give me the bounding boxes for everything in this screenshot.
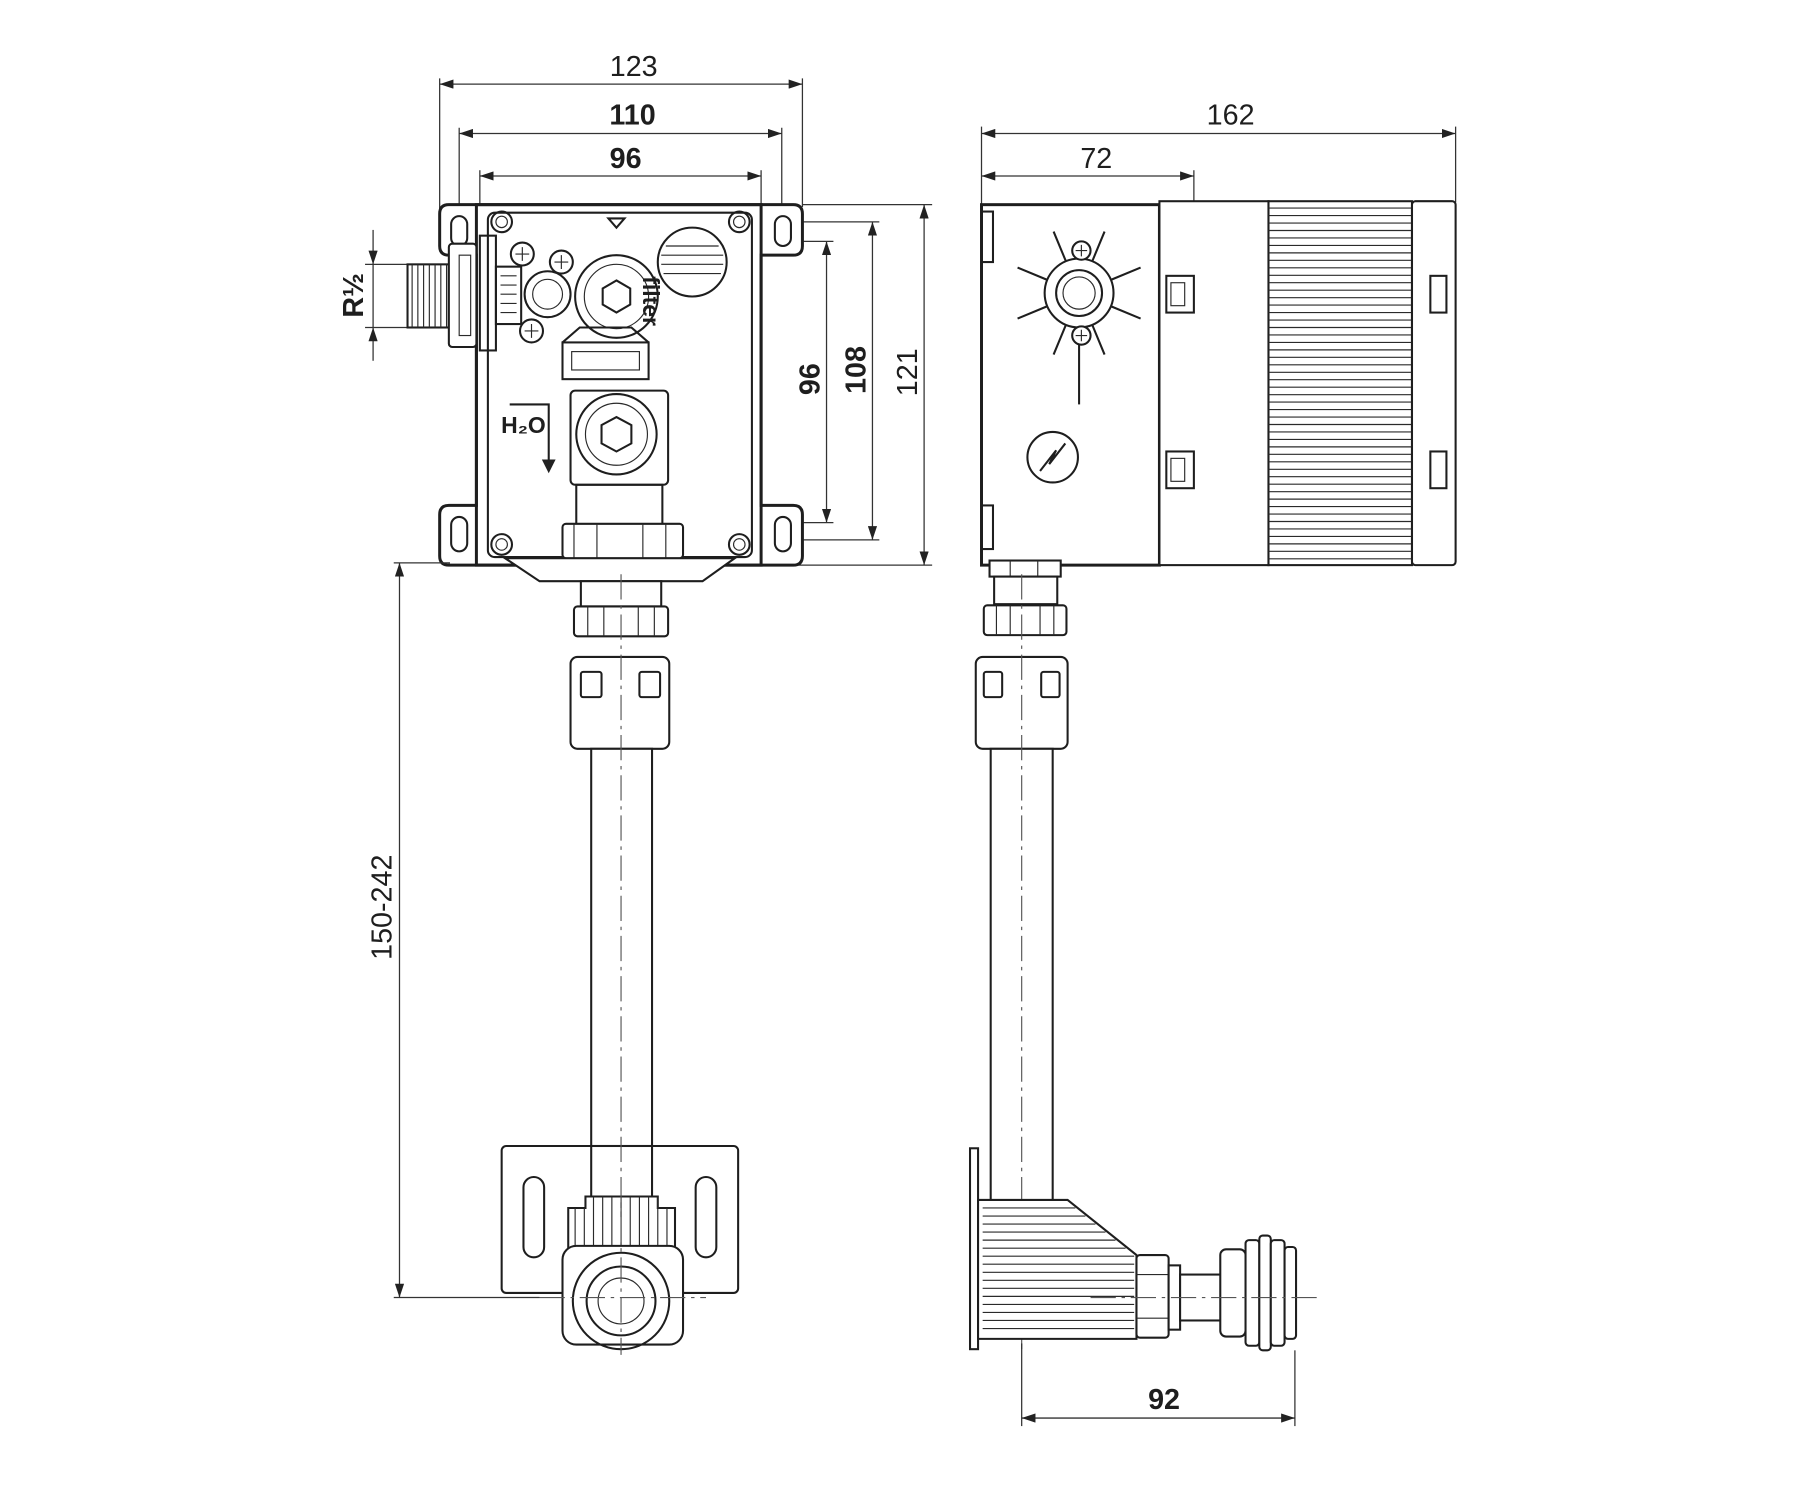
screw-icon bbox=[548, 249, 574, 275]
filter-label: filter bbox=[638, 276, 664, 326]
front-view: 123 110 96 R½ bbox=[338, 51, 933, 1355]
bracket-slot bbox=[694, 1175, 718, 1259]
screw-icon bbox=[509, 241, 535, 267]
side-view: 162 72 bbox=[968, 99, 1457, 1427]
cover-latch bbox=[1165, 450, 1195, 490]
spoke-line bbox=[1052, 231, 1067, 262]
spoke-line bbox=[1091, 231, 1106, 262]
dim-thread-label: R½ bbox=[338, 273, 370, 318]
bracket-slot bbox=[522, 1175, 546, 1259]
outlet-offset-dimension: 92 bbox=[1021, 1343, 1296, 1427]
thread-dimension: R½ bbox=[338, 229, 409, 361]
front-height-dimensions: 96 108 121 bbox=[734, 204, 933, 566]
outlet-collar bbox=[561, 522, 685, 560]
inlet-thread bbox=[406, 234, 497, 352]
mounting-plate bbox=[438, 203, 804, 567]
outlet-fittings bbox=[501, 557, 738, 1204]
filter-cap bbox=[574, 254, 659, 339]
lightning-icon bbox=[1026, 430, 1079, 484]
hex-nut-icon bbox=[601, 279, 632, 314]
dim-height-outer-label: 121 bbox=[892, 348, 924, 396]
dim-outlet-offset-label: 92 bbox=[1148, 1384, 1180, 1416]
spoke-line bbox=[1110, 266, 1141, 281]
corner-screws bbox=[490, 210, 751, 556]
certification-disk bbox=[656, 226, 728, 298]
solenoid-coil bbox=[523, 270, 572, 319]
end-cap bbox=[1410, 200, 1457, 567]
heat-sink-fins bbox=[1268, 207, 1412, 560]
dim-depth-total-label: 162 bbox=[1207, 99, 1255, 131]
outlet-knob bbox=[1219, 1248, 1247, 1338]
pipe-elbow bbox=[561, 1244, 685, 1346]
inlet-fitting-end bbox=[1017, 231, 1141, 405]
heat-sink bbox=[1267, 200, 1414, 567]
spoke-line bbox=[1017, 266, 1048, 281]
bracket-edge bbox=[968, 1147, 980, 1351]
cover-body bbox=[1158, 200, 1270, 567]
screw-icon bbox=[518, 318, 545, 344]
spoke-line bbox=[1091, 324, 1106, 355]
end-cap-clip bbox=[1429, 274, 1448, 314]
spoke-line bbox=[1052, 324, 1067, 355]
dim-width-mid-label: 110 bbox=[609, 99, 655, 131]
coupling bbox=[569, 655, 671, 750]
dim-width-outer-label: 123 bbox=[610, 51, 658, 83]
flow-label: H₂O bbox=[501, 412, 546, 438]
mounting-slot bbox=[450, 515, 469, 553]
control-chip bbox=[561, 341, 650, 381]
mounting-slot bbox=[773, 215, 792, 248]
end-cap-clip bbox=[1429, 450, 1448, 490]
spoke-line bbox=[1017, 305, 1048, 320]
side-clip bbox=[980, 210, 995, 264]
front-width-dimensions: 123 110 96 bbox=[439, 51, 804, 230]
spoke-line bbox=[1110, 305, 1141, 320]
flow-arrow-icon bbox=[509, 403, 550, 466]
electrical-symbol bbox=[1026, 430, 1079, 484]
mounting-slot bbox=[773, 515, 792, 553]
pipe-length-dimension: 150-242 bbox=[366, 562, 540, 1299]
wall-bracket bbox=[500, 1144, 740, 1351]
dim-width-inner-label: 96 bbox=[610, 143, 642, 175]
dim-height-inner-label: 96 bbox=[795, 363, 827, 395]
dim-pipe-length-label: 150-242 bbox=[366, 855, 398, 960]
union-nut bbox=[982, 604, 1068, 637]
hex-nut-icon bbox=[600, 415, 633, 453]
internal-components: filter H₂O bbox=[494, 217, 728, 560]
dim-depth-box-label: 72 bbox=[1080, 143, 1112, 175]
valve-cap bbox=[575, 393, 658, 476]
dim-height-mid-label: 108 bbox=[841, 346, 873, 394]
side-clip bbox=[980, 504, 995, 551]
cover-latch bbox=[1165, 274, 1195, 314]
side-depth-dimensions: 162 72 bbox=[980, 99, 1457, 219]
